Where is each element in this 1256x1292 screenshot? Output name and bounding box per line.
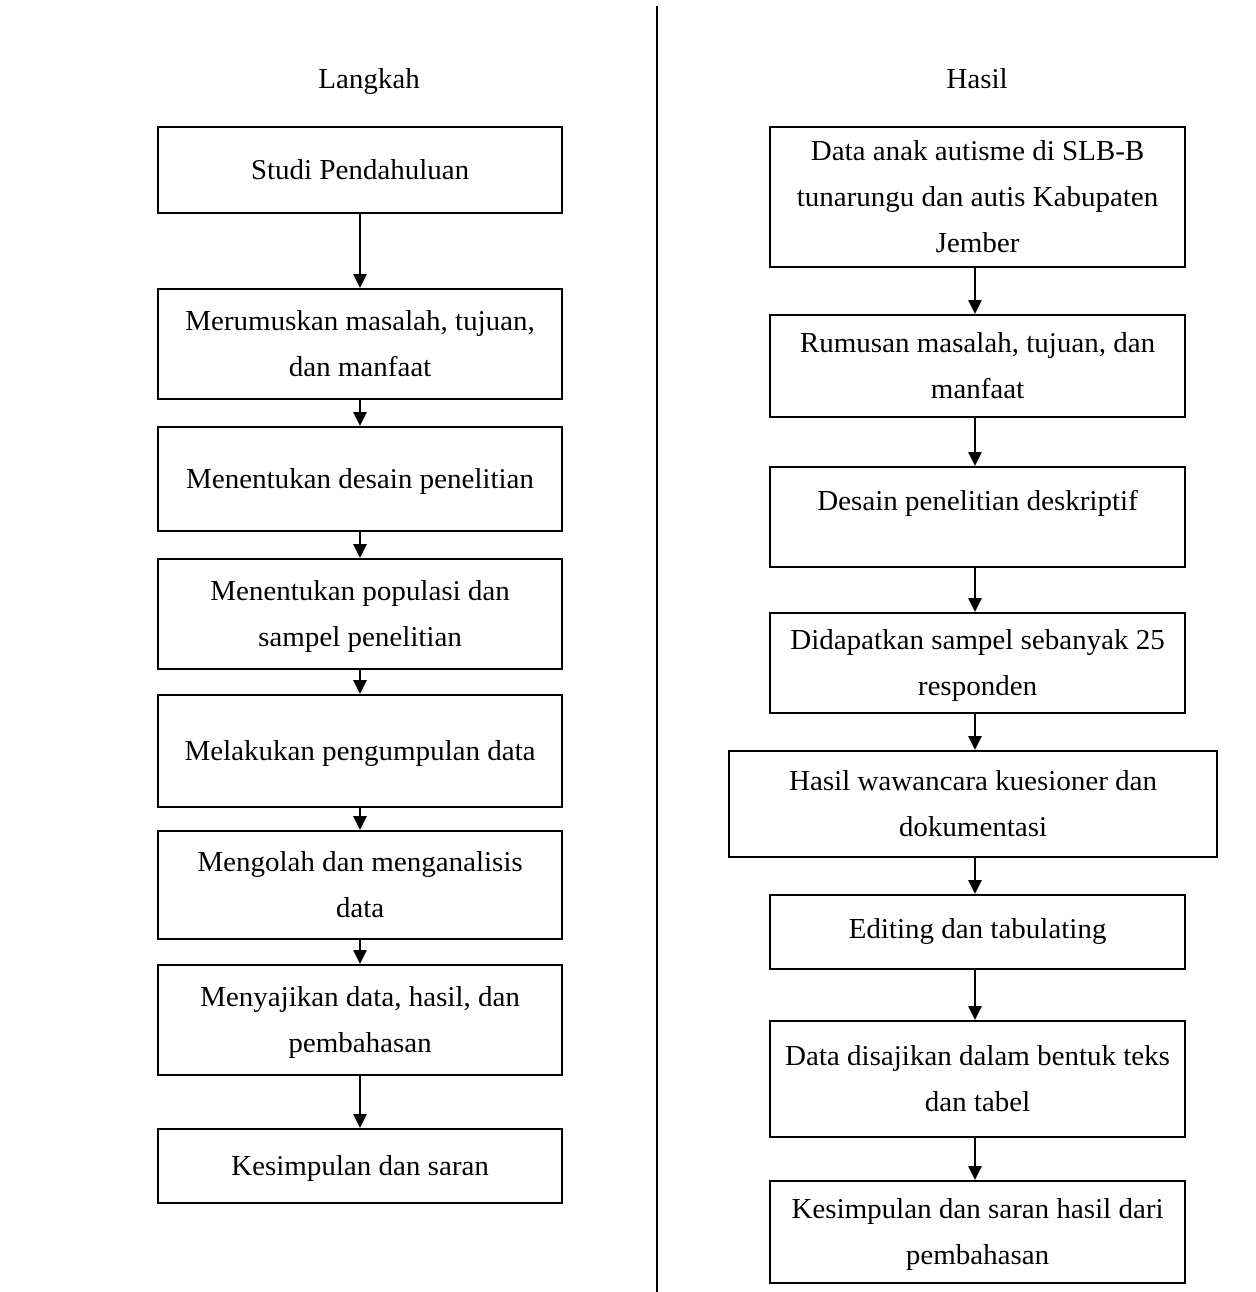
hasil-arrow-7 [965,1138,985,1180]
langkah-step-3: Menentukan desain penelitian [157,426,563,532]
hasil-step-4: Didapatkan sampel sebanyak 25 responden [769,612,1186,714]
hasil-step-3: Desain penelitian deskriptif [769,466,1186,568]
langkah-step-8: Kesimpulan dan saran [157,1128,563,1204]
hasil-step-6-label: Editing dan tabulating [848,913,1107,945]
langkah-step-8-label: Kesimpulan dan saran [231,1150,489,1182]
hasil-step-8-label: Kesimpulan dan saran hasil dari pembahas… [791,1193,1164,1271]
hasil-arrow-6 [965,970,985,1020]
langkah-step-2-label: Merumuskan masalah, tujuan, dan manfaat [185,305,535,383]
hasil-step-4-label: Didapatkan sampel sebanyak 25 responden [790,624,1165,702]
langkah-step-4: Menentukan populasi dan sampel penelitia… [157,558,563,670]
langkah-step-7-label: Menyajikan data, hasil, dan pembahasan [200,981,520,1059]
hasil-step-8: Kesimpulan dan saran hasil dari pembahas… [769,1180,1186,1284]
column-divider [656,6,658,1292]
hasil-arrow-1 [965,268,985,314]
langkah-arrow-1 [350,214,370,288]
langkah-step-1-label: Studi Pendahuluan [250,154,470,186]
langkah-step-3-label: Menentukan desain penelitian [186,463,534,495]
langkah-step-4-label: Menentukan populasi dan sampel penelitia… [210,575,510,653]
hasil-arrow-5 [965,858,985,894]
langkah-arrow-3 [350,532,370,558]
heading-hasil: Hasil [946,63,1008,95]
langkah-step-7: Menyajikan data, hasil, dan pembahasan [157,964,563,1076]
hasil-step-7: Data disajikan dalam bentuk teks dan tab… [769,1020,1186,1138]
langkah-arrow-2 [350,400,370,426]
hasil-step-6: Editing dan tabulating [769,894,1186,970]
langkah-arrow-5 [350,808,370,830]
hasil-step-1: Data anak autisme di SLB-B tunarungu dan… [769,126,1186,268]
hasil-step-2: Rumusan masalah, tujuan, dan manfaat [769,314,1186,418]
langkah-step-5: Melakukan pengumpulan data [157,694,563,808]
langkah-step-6: Mengolah dan menganalisis data [157,830,563,940]
hasil-step-5: Hasil wawancara kuesioner dan dokumentas… [728,750,1218,858]
langkah-step-6-label: Mengolah dan menganalisis data [197,846,523,924]
langkah-arrow-6 [350,940,370,964]
hasil-step-1-label: Data anak autisme di SLB-B tunarungu dan… [796,135,1159,259]
langkah-step-2: Merumuskan masalah, tujuan, dan manfaat [157,288,563,400]
hasil-step-3-label: Desain penelitian deskriptif [817,485,1138,517]
hasil-step-5-label: Hasil wawancara kuesioner dan dokumentas… [789,765,1157,843]
langkah-step-5-label: Melakukan pengumpulan data [184,735,536,767]
langkah-step-1: Studi Pendahuluan [157,126,563,214]
hasil-arrow-4 [965,714,985,750]
hasil-arrow-2 [965,418,985,466]
langkah-arrow-4 [350,670,370,694]
langkah-arrow-7 [350,1076,370,1128]
hasil-arrow-3 [965,568,985,612]
hasil-step-2-label: Rumusan masalah, tujuan, dan manfaat [799,327,1156,405]
heading-langkah: Langkah [318,63,420,95]
hasil-step-7-label: Data disajikan dalam bentuk teks dan tab… [785,1040,1170,1118]
